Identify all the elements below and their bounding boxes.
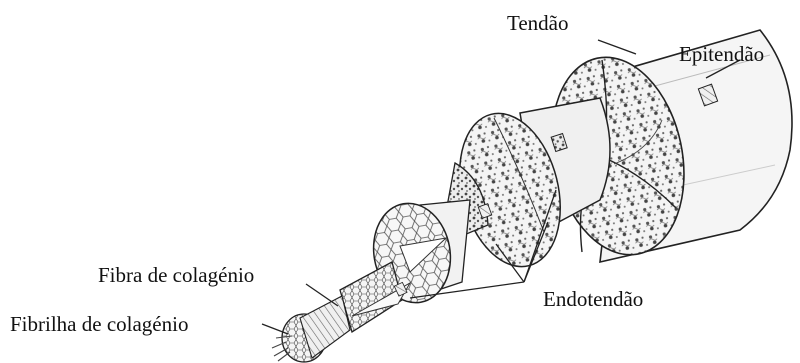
label-epitendon: Epitendão [679, 42, 764, 66]
label-collagen-fiber: Fibra de colagénio [98, 263, 254, 287]
label-collagen-fibril: Fibrilha de colagénio [10, 312, 188, 336]
leader-collagen-fiber [306, 284, 338, 306]
label-tendon: Tendão [507, 11, 569, 35]
leader-tendon [598, 40, 636, 54]
label-endotendon: Endotendão [543, 287, 643, 311]
collagen-fibril [272, 296, 350, 362]
